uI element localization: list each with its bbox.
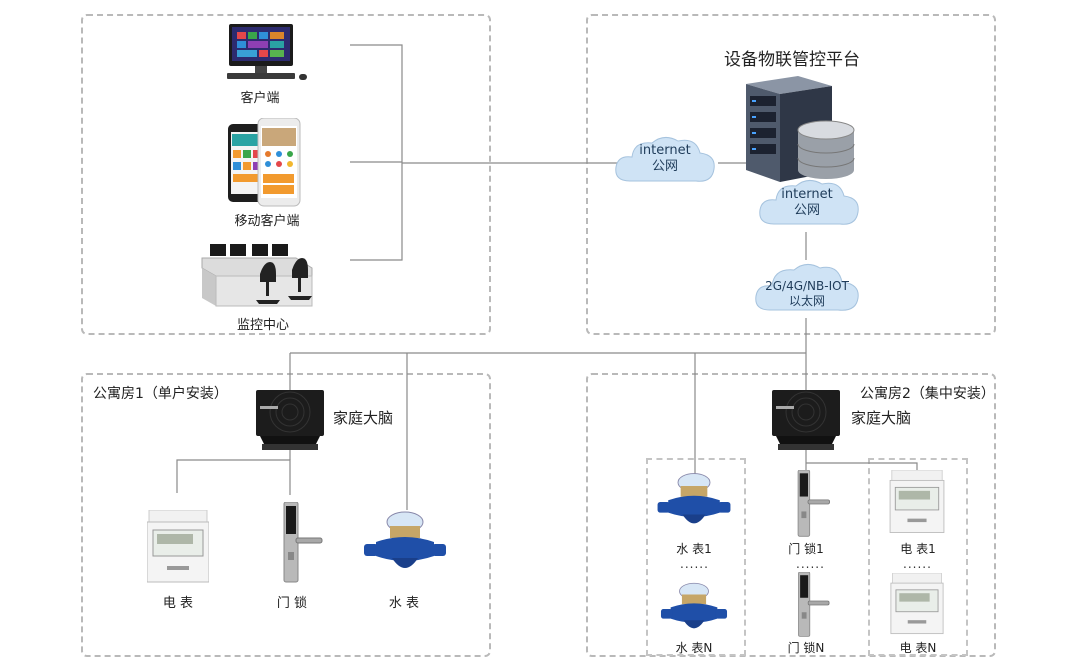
door-lock-ellipsis: ...... bbox=[796, 557, 825, 571]
apartment1-zone bbox=[81, 373, 491, 657]
apartment1-brain-label: 家庭大脑 bbox=[333, 409, 394, 427]
electric-meter-group bbox=[868, 458, 968, 656]
smartphone-icon bbox=[228, 118, 301, 207]
apartment2-zone bbox=[586, 373, 996, 657]
control-desk-icon bbox=[201, 244, 313, 307]
door-lock-icon bbox=[283, 502, 323, 583]
water-meter-group bbox=[646, 458, 746, 656]
home-gateway-icon bbox=[772, 390, 840, 450]
cloud-network-line2: 以太网 bbox=[788, 294, 825, 308]
client-zone bbox=[81, 14, 491, 335]
cloud-internet-2-line1: internet bbox=[781, 187, 833, 202]
cloud-network-line1: 2G/4G/NB-IOT bbox=[765, 279, 849, 293]
monitor-center-label: 监控中心 bbox=[236, 318, 289, 333]
apt1-electric-meter-label: 电 表 bbox=[162, 596, 194, 611]
cloud-icon bbox=[755, 264, 859, 311]
water-meter-icon bbox=[660, 582, 728, 629]
door-lock-icon bbox=[798, 572, 830, 637]
apt2-door-lock-1-label: 门 锁1 bbox=[788, 542, 824, 556]
cloud-icon bbox=[615, 137, 715, 182]
cloud-network-text: 2G/4G/NB-IOT 以太网 bbox=[752, 279, 862, 309]
apt2-water-meter-n-label: 水 表N bbox=[675, 641, 713, 655]
cloud-internet-2-line2: 公网 bbox=[793, 203, 820, 218]
apt2-door-lock-n-label: 门 锁N bbox=[787, 641, 825, 655]
server-rack-icon bbox=[746, 76, 855, 182]
electric-meter-icon bbox=[889, 470, 945, 533]
apartment2-brain-label: 家庭大脑 bbox=[851, 409, 912, 427]
water-meter-ellipsis: ...... bbox=[680, 557, 709, 571]
water-meter-icon bbox=[657, 473, 731, 524]
apt1-water-meter-label: 水 表 bbox=[388, 596, 420, 611]
home-gateway-icon bbox=[256, 390, 324, 450]
cloud-internet-2-text: internet 公网 bbox=[762, 187, 852, 219]
cloud-internet-1-text: internet 公网 bbox=[620, 143, 710, 175]
apt2-electric-meter-n-label: 电 表N bbox=[899, 641, 937, 655]
platform-title: 设备物联管控平台 bbox=[724, 50, 860, 70]
door-lock-icon bbox=[797, 470, 830, 537]
cloud-internet-1-line1: internet bbox=[639, 143, 691, 158]
database-icon bbox=[797, 120, 855, 179]
desktop-computer-icon bbox=[227, 24, 307, 80]
desktop-client-label: 客户端 bbox=[240, 91, 280, 106]
electric-meter-icon bbox=[890, 573, 944, 635]
cloud-internet-1-line2: 公网 bbox=[651, 159, 678, 174]
electric-meter-icon bbox=[147, 510, 209, 583]
apartment2-title: 公寓房2（集中安装） bbox=[860, 386, 995, 402]
apt1-door-lock-label: 门 锁 bbox=[276, 596, 308, 611]
electric-meter-ellipsis: ...... bbox=[903, 557, 932, 571]
apt2-electric-meter-1-label: 电 表1 bbox=[900, 542, 936, 556]
apartment1-title: 公寓房1（单户安装） bbox=[93, 386, 228, 402]
cloud-icon bbox=[759, 180, 859, 225]
platform-zone bbox=[586, 14, 996, 335]
water-meter-icon bbox=[364, 511, 446, 568]
mobile-client-label: 移动客户端 bbox=[234, 214, 300, 229]
apt2-water-meter-1-label: 水 表1 bbox=[676, 542, 712, 556]
